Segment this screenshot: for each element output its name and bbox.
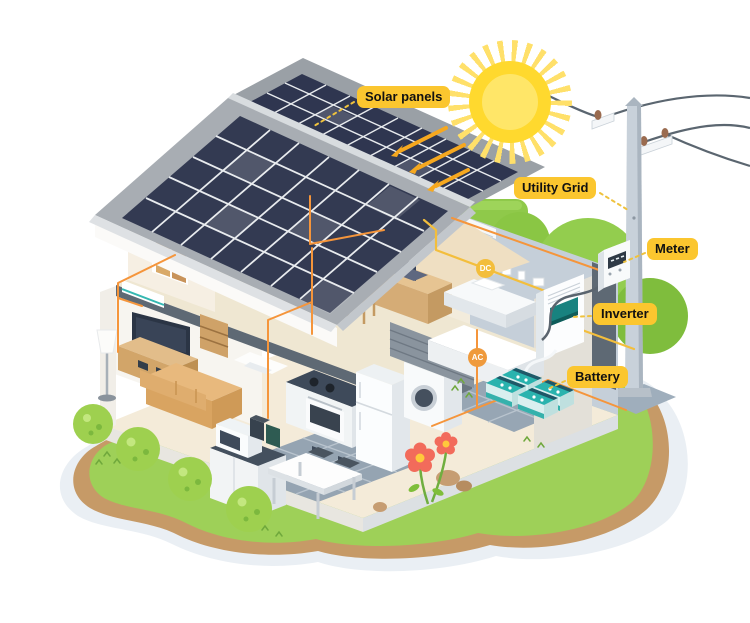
pole-pad: [604, 384, 676, 414]
dining-table: [268, 453, 362, 519]
label-battery: Battery: [567, 366, 628, 388]
pole-bolt: [632, 216, 636, 220]
chair: [334, 456, 360, 468]
meter-box: [598, 240, 630, 292]
flower-stem: [418, 465, 430, 505]
meter-display: [608, 251, 626, 269]
roof-rake-trim: [337, 207, 476, 331]
cooktop-burner: [309, 377, 319, 387]
flower: [405, 442, 435, 472]
solar-array-front: [122, 116, 448, 314]
ac-wire: [451, 217, 617, 277]
sprout: [113, 457, 121, 464]
meter-cable: [541, 281, 607, 341]
label-connector: [599, 192, 629, 211]
insulator: [594, 110, 602, 120]
sprout: [457, 377, 465, 384]
pole-cap: [625, 97, 643, 106]
chair: [308, 446, 334, 458]
label-connector: [313, 101, 355, 127]
flowers: [405, 432, 458, 505]
sun-arrow: [409, 143, 466, 174]
sofa: [140, 363, 242, 429]
roof-ridge-cap: [228, 93, 475, 207]
label-meter: Meter: [647, 238, 698, 260]
sun-arrows: [391, 126, 470, 192]
battery-units: [486, 368, 574, 419]
bushes: [73, 404, 272, 532]
ac-wire: [267, 301, 313, 419]
sprout: [103, 450, 111, 457]
dc-wire: [580, 328, 636, 351]
sprout: [537, 441, 545, 448]
label-connector: [549, 380, 566, 389]
pole-crossarm: [591, 112, 615, 130]
label-connector: [571, 315, 592, 318]
bush: [73, 404, 113, 444]
sprouts: [95, 377, 545, 537]
sun-arrow: [391, 126, 448, 157]
sun: [448, 40, 572, 164]
oven: [306, 396, 344, 442]
bed: [444, 277, 536, 328]
sprout: [451, 384, 459, 391]
refrigerator: [355, 364, 410, 472]
bush: [116, 427, 160, 471]
rock: [456, 480, 472, 492]
roof: [89, 58, 545, 332]
flower-leaf: [408, 484, 420, 492]
dc-wire: [422, 218, 563, 299]
power-line: [664, 132, 750, 168]
battery-unit: [518, 388, 558, 419]
pole-base: [616, 388, 652, 397]
label-connector: [623, 252, 646, 263]
rock: [373, 502, 387, 512]
insulator: [640, 136, 648, 146]
ac-wire: [309, 229, 385, 245]
ac-wire: [117, 254, 176, 353]
coffee-maker: [250, 415, 270, 441]
trash-bin: [266, 424, 280, 448]
label-connectors: [313, 101, 646, 389]
corner-column: [592, 262, 616, 390]
insulator: [661, 128, 669, 138]
dc-marker: DC: [476, 259, 495, 278]
ac-wire: [117, 297, 143, 307]
sun-core: [482, 74, 538, 130]
sprout: [523, 435, 531, 442]
sprout: [261, 524, 269, 531]
upstairs-slab-edge: [116, 285, 424, 410]
light-switch: [532, 277, 545, 287]
sprout: [95, 458, 103, 465]
floor-lamp: [96, 329, 118, 402]
sprout: [275, 530, 283, 537]
air-conditioner: [121, 280, 165, 308]
power-line: [643, 123, 750, 144]
flower-stem: [430, 451, 448, 503]
sprout: [465, 391, 473, 398]
cooktop-burner: [325, 383, 335, 393]
label-solar-panels: Solar panels: [357, 86, 451, 108]
flower-leaf: [432, 488, 444, 496]
dc-wiring: [422, 218, 636, 351]
bush: [168, 457, 212, 501]
inverter-screen: [550, 297, 578, 326]
roof-eave-trim: [89, 215, 337, 332]
range-hood: [234, 352, 288, 374]
sun-arrow: [427, 168, 470, 192]
washing-machine: [404, 354, 462, 432]
label-utility-grid: Utility Grid: [514, 177, 597, 199]
ac-marker: AC: [468, 348, 487, 367]
light-switch: [517, 270, 526, 281]
bookshelf: [199, 314, 229, 358]
label-inverter: Inverter: [593, 303, 657, 325]
bush: [226, 486, 272, 532]
flower: [434, 432, 458, 455]
